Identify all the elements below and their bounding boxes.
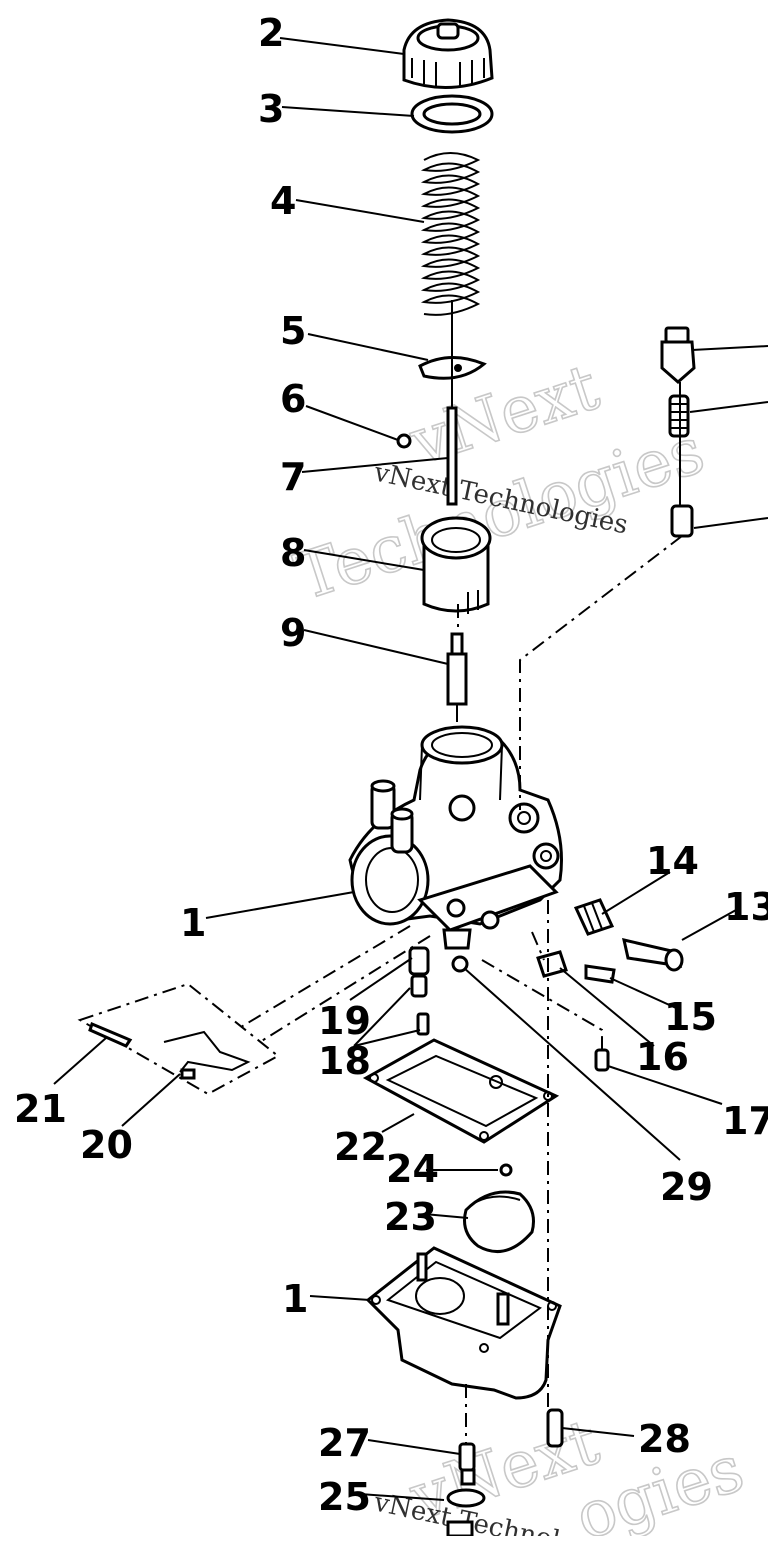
part-float xyxy=(463,1190,535,1254)
callout-7: 7 xyxy=(280,455,306,499)
callout-5: 5 xyxy=(280,309,306,353)
part-jet-needle xyxy=(446,300,458,506)
part-tool-panel xyxy=(77,982,280,1096)
callout-15: 15 xyxy=(664,995,717,1039)
callout-21: 21 xyxy=(14,1087,67,1131)
callout-2: 2 xyxy=(258,11,284,55)
callout-27: 27 xyxy=(318,1421,371,1465)
assembly-lines xyxy=(235,535,683,1444)
part-washer xyxy=(410,94,494,134)
callout-19: 19 xyxy=(318,999,371,1043)
part-left-jets xyxy=(408,946,469,1036)
callout-28: 28 xyxy=(638,1417,691,1461)
part-float-pin xyxy=(499,1163,513,1177)
callout-13: 13 xyxy=(724,885,768,929)
part-e-clip xyxy=(396,433,412,449)
callout-numbers: 2 3 4 5 6 7 8 9 1 14 13 15 19 18 16 17 2… xyxy=(14,11,768,1519)
part-spring xyxy=(420,152,481,316)
callout-1-bowl: 1 xyxy=(282,1277,308,1321)
callout-29: 29 xyxy=(660,1165,713,1209)
part-throttle-slide xyxy=(420,516,492,614)
part-needle-jet xyxy=(446,632,468,722)
callout-8: 8 xyxy=(280,531,306,575)
leader-lines xyxy=(53,37,768,1501)
callout-1-body: 1 xyxy=(180,901,206,945)
part-carburetor-body xyxy=(348,725,563,950)
watermark-top: vNext Technologies vNext Technologies xyxy=(286,350,713,616)
callout-24: 24 xyxy=(386,1147,439,1191)
callout-20: 20 xyxy=(80,1123,133,1167)
callout-25: 25 xyxy=(318,1475,371,1519)
part-bottom-fittings xyxy=(446,1408,564,1538)
part-side-screws xyxy=(536,898,684,1072)
part-cap xyxy=(402,18,494,89)
callout-14: 14 xyxy=(646,839,699,883)
callout-3: 3 xyxy=(258,87,284,131)
callout-6: 6 xyxy=(280,377,306,421)
callout-4: 4 xyxy=(270,179,296,223)
part-gasket xyxy=(362,1038,560,1144)
callout-17: 17 xyxy=(722,1099,768,1143)
callout-23: 23 xyxy=(384,1195,437,1239)
callout-22: 22 xyxy=(334,1125,387,1169)
part-float-bowl xyxy=(365,1246,562,1400)
callout-18: 18 xyxy=(318,1039,371,1083)
callout-16: 16 xyxy=(636,1035,689,1079)
part-upper-right-fittings xyxy=(660,326,696,538)
callout-9: 9 xyxy=(280,611,306,655)
